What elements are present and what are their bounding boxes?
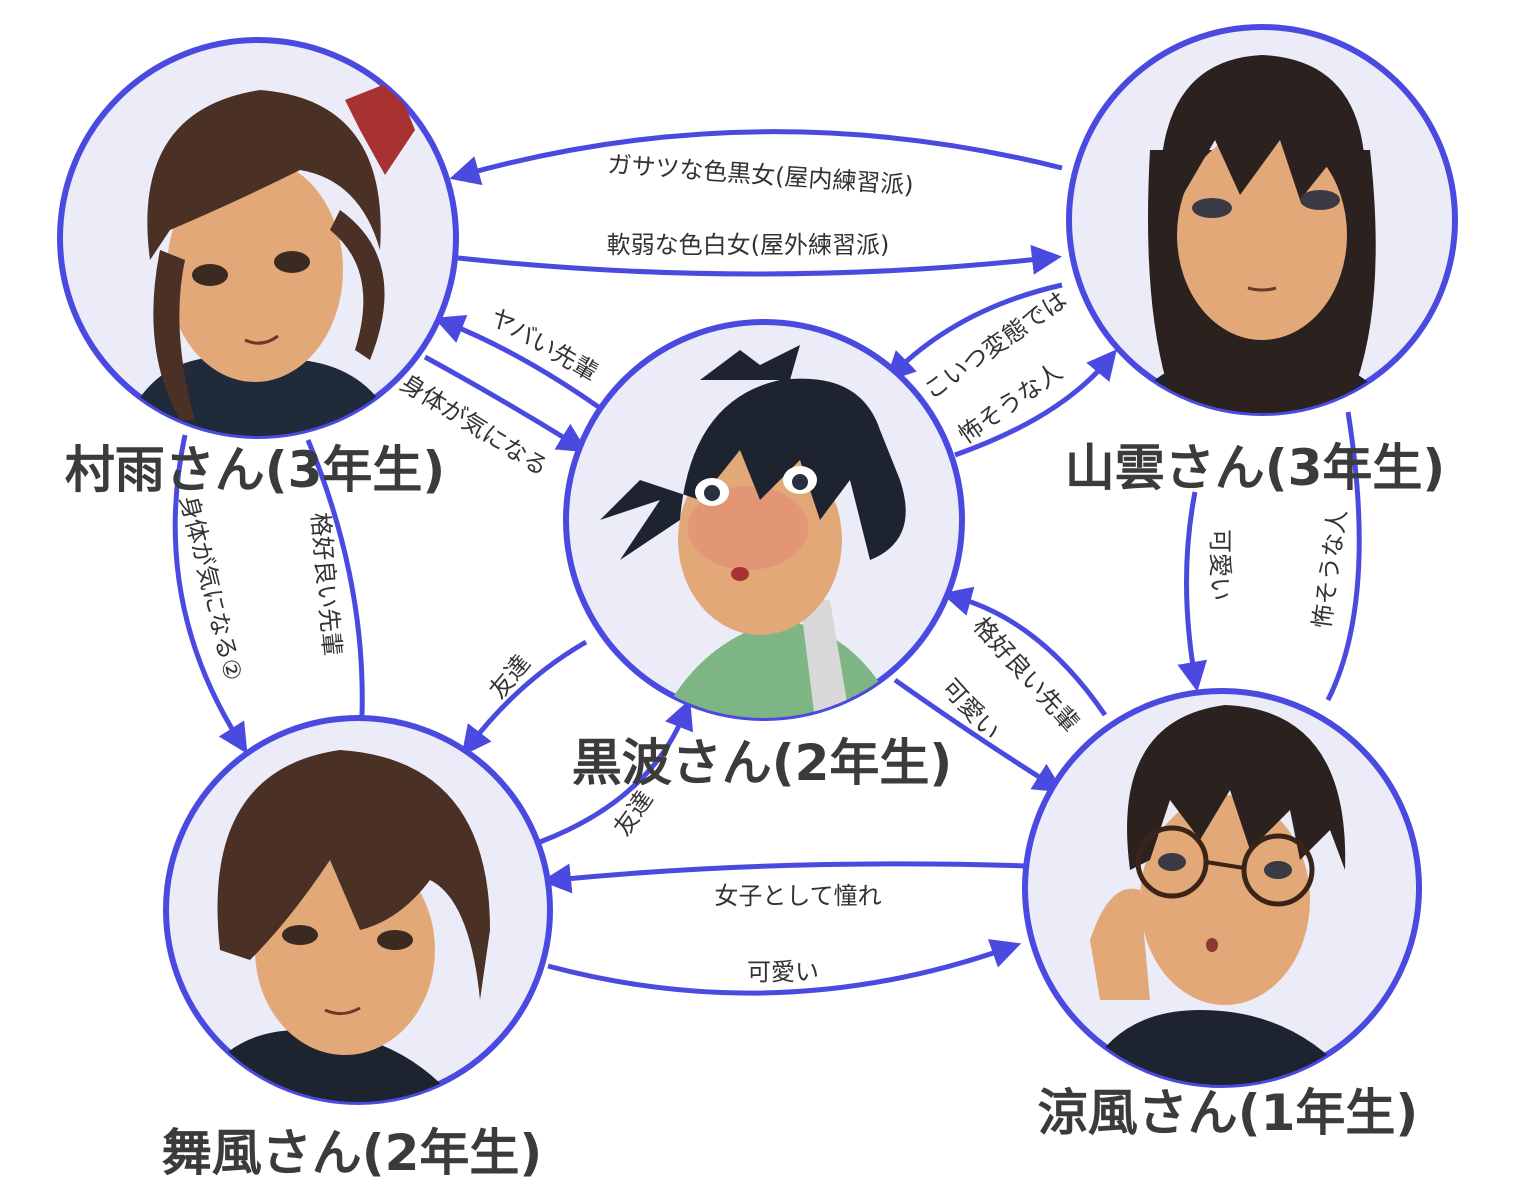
- character-name: 山雲さん(3年生): [1065, 439, 1446, 497]
- label-yakumo-to-suzukaze: 可愛い: [1206, 529, 1234, 601]
- portrait-spiky-hair-icon: [600, 345, 906, 718]
- node-maikaze: 舞風さん(2年生): [162, 715, 553, 1182]
- label-murasame-to-maikaze: 身体が気になる②: [174, 493, 247, 684]
- edge-maikaze-to-kuronami: [539, 698, 694, 845]
- label-suzukaze-to-yakumo: 怖そうな人: [1308, 508, 1352, 631]
- node-suzukaze: 涼風さん(1年生): [1022, 688, 1422, 1142]
- label-yakumo-to-murasame: ガサツな色黒女(屋内練習派): [607, 150, 915, 199]
- edge-kuronami-to-suzukaze: [893, 677, 1064, 793]
- character-name: 舞風さん(2年生): [162, 1124, 543, 1182]
- edge-kuronami-to-murasame: [433, 314, 602, 411]
- edge-suzukaze-to-kuronami: [941, 586, 1108, 717]
- edge-suzukaze-to-maikaze: [541, 861, 1031, 894]
- node-kuronami: 黒波さん(2年生): [563, 319, 965, 792]
- character-name: 涼風さん(1年生): [1038, 1084, 1419, 1142]
- edge-murasame-to-maikaze: [172, 434, 248, 754]
- edge-murasame-to-yakumo: [457, 244, 1062, 277]
- character-name: 村雨さん(3年生): [65, 441, 446, 499]
- edge-kuronami-to-yakumo: [954, 349, 1117, 458]
- edge-yakumo-to-murasame: [449, 129, 1063, 186]
- edge-murasame-to-kuronami: [423, 354, 588, 453]
- portrait-glasses-icon: [1080, 705, 1360, 1085]
- edges: [172, 129, 1362, 996]
- edge-suzukaze-to-yakumo: [1325, 411, 1362, 702]
- label-maikaze-to-suzukaze: 可愛い: [747, 958, 819, 986]
- edge-maikaze-to-suzukaze: [547, 939, 1022, 996]
- character-name: 黒波さん(2年生): [572, 734, 953, 792]
- label-kuronami-to-maikaze: 友達: [484, 649, 536, 704]
- label-maikaze-to-kuronami: 友達: [608, 786, 658, 841]
- label-murasame-to-yakumo: 軟弱な色白女(屋外練習派): [607, 231, 890, 259]
- portrait-ponytail-ribbon-icon: [120, 80, 415, 436]
- node-yakumo: 山雲さん(3年生): [1065, 24, 1458, 497]
- edge-yakumo-to-kuronami: [885, 282, 1063, 382]
- node-murasame: 村雨さん(3年生): [57, 37, 459, 499]
- edge-maikaze-to-murasame: [305, 439, 365, 717]
- edge-yakumo-to-suzukaze: [1177, 491, 1208, 692]
- label-suzukaze-to-maikaze: 女子として憧れ: [714, 882, 881, 910]
- edge-kuronami-to-maikaze: [461, 639, 588, 757]
